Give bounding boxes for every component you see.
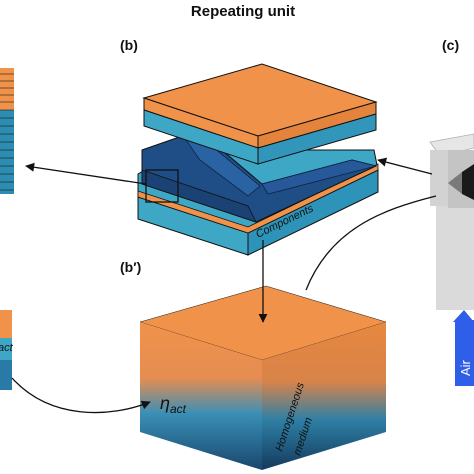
zoom-box (145, 169, 179, 203)
eta-subscript: act (170, 402, 187, 416)
left-layer-stack (0, 68, 14, 194)
eta-act-label: ηact (160, 393, 187, 416)
air-label: Air (458, 359, 473, 376)
panel-label-c: (c) (442, 37, 459, 53)
test-rig: Air (429, 133, 474, 386)
top-plate (142, 63, 378, 165)
panel-label-b-prime: (b′) (120, 259, 141, 275)
left-eta-label: act (0, 342, 14, 354)
flow-triangle-icon (448, 172, 462, 194)
connector-arrows (11, 157, 437, 414)
panel-label-b: (b) (120, 37, 138, 53)
arrow-from-rig (377, 157, 433, 175)
repeating-unit-assembly: Components (137, 63, 379, 256)
corrugated-fin (141, 135, 378, 223)
left-homogeneous-block: act (0, 310, 14, 390)
arrow-left-to-medium (11, 377, 151, 414)
arrow-rig-to-medium (305, 195, 437, 291)
eta-symbol: η (160, 393, 170, 413)
figure-title: Repeating unit (191, 3, 295, 20)
homogeneous-medium-block: ηact Homogeneous medium (139, 285, 387, 470)
air-arrow (455, 320, 474, 386)
arrow-to-stack (25, 162, 147, 185)
